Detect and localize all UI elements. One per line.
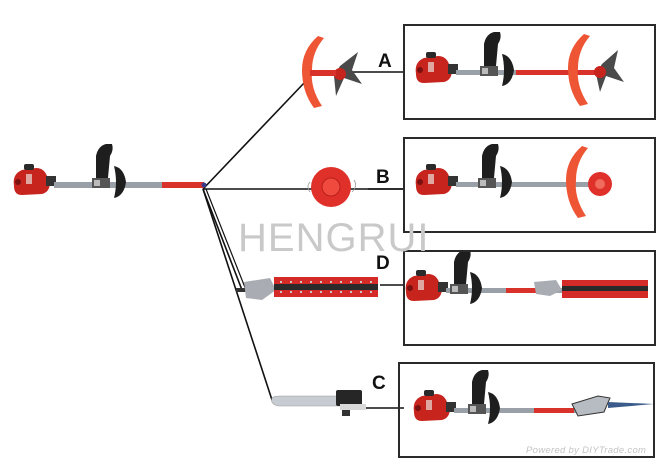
- rear-handle-icon: [92, 144, 113, 188]
- label-c: C: [372, 373, 386, 394]
- attachment-d-hedge-trimmer: [236, 277, 378, 300]
- connector-line-a: [202, 81, 306, 190]
- label-b: B: [376, 167, 390, 188]
- label-d: D: [376, 253, 390, 274]
- connector-line-d-1: [202, 188, 243, 291]
- engine-icon: [13, 164, 56, 195]
- attachment-a-blade: [302, 36, 362, 108]
- shaft: [54, 182, 204, 188]
- box-a-assembly: [415, 32, 624, 106]
- connector-line-d-2: [205, 188, 247, 291]
- box-b: [403, 137, 656, 233]
- box-c-assembly: [413, 370, 654, 424]
- attachment-c-pole-saw: [271, 390, 366, 416]
- connector-lines: [202, 71, 404, 409]
- label-a: A: [378, 51, 392, 72]
- box-b-assembly: [415, 144, 612, 218]
- base-power-unit: [13, 144, 207, 198]
- attachment-b-trimmer-head: [307, 167, 356, 207]
- box-d-assembly: [405, 250, 648, 304]
- connector-line-c: [202, 188, 273, 401]
- box-a: [403, 24, 656, 120]
- watermark-text: HENGRUI: [238, 216, 430, 260]
- footer-credit: Powered by DIYTrade.com: [526, 445, 647, 456]
- box-c: [398, 362, 655, 458]
- box-d: [403, 250, 656, 346]
